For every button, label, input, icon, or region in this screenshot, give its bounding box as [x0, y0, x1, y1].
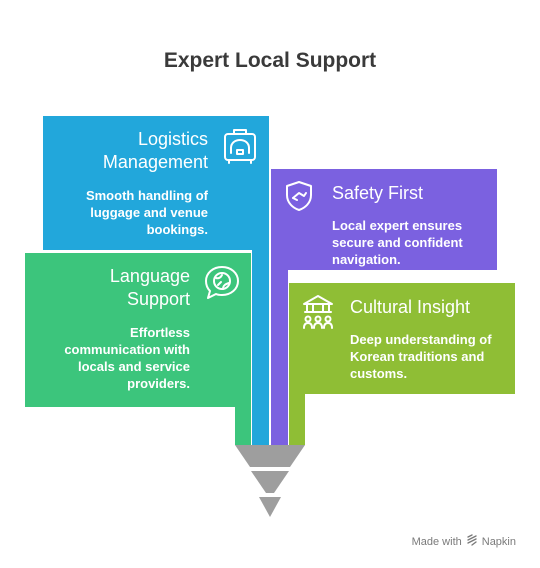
- logistics-desc-line: bookings.: [146, 222, 208, 237]
- shield-icon: [282, 179, 316, 218]
- made-with-label: Made with: [411, 535, 462, 548]
- safety-card: Safety First Local expert ensures secure…: [271, 169, 497, 270]
- language-title-line: Language: [109, 266, 190, 286]
- safety-desc-line: secure and confident: [332, 235, 463, 250]
- logistics-desc-line: Smooth handling of: [85, 188, 208, 203]
- cultural-desc-line: Korean traditions and: [350, 349, 485, 364]
- logistics-card: Logistics Management Smooth handling of …: [43, 116, 269, 250]
- footer-attribution: Made with Napkin: [412, 534, 516, 549]
- language-desc-line: providers.: [127, 376, 190, 391]
- funnel-segment-middle: [251, 471, 289, 493]
- logistics-title-line: Logistics: [137, 129, 208, 149]
- logistics-desc-line: luggage and venue: [90, 205, 208, 220]
- safety-desc-line: Local expert ensures: [332, 218, 463, 233]
- diagram-title: Expert Local Support: [163, 49, 377, 72]
- cultural-desc: Deep understanding of Korean traditions …: [350, 331, 492, 382]
- safety-title: Safety First: [332, 183, 424, 203]
- safety-desc-line: navigation.: [332, 252, 401, 267]
- temple-people-icon: [298, 292, 338, 337]
- language-desc-line: Effortless: [130, 325, 190, 340]
- logistics-stem: [252, 230, 269, 445]
- funnel: [235, 445, 305, 517]
- logistics-title-line: Management: [102, 152, 208, 172]
- safety-desc: Local expert ensures secure and confiden…: [332, 217, 463, 268]
- cultural-desc-line: Deep understanding of: [350, 332, 492, 347]
- language-title: Language Support: [110, 265, 190, 311]
- chat-globe-icon: [203, 264, 241, 307]
- language-desc-line: locals and service: [77, 359, 190, 374]
- funnel-segment-bottom: [259, 497, 281, 517]
- funnel-segment-top: [235, 445, 305, 467]
- luggage-icon: [220, 126, 260, 171]
- language-desc-line: communication with: [64, 342, 190, 357]
- cultural-title: Cultural Insight: [350, 297, 471, 317]
- language-card: Language Support Effortless communicatio…: [25, 253, 251, 407]
- safety-stem: [271, 250, 288, 445]
- cultural-card: Cultural Insight Deep understanding of K…: [289, 283, 515, 394]
- language-title-line: Support: [126, 289, 190, 309]
- language-desc: Effortless communication with locals and…: [64, 324, 190, 392]
- napkin-brand: Napkin: [481, 535, 516, 548]
- logistics-desc: Smooth handling of luggage and venue boo…: [86, 187, 208, 238]
- cultural-desc-line: customs.: [350, 366, 408, 381]
- logistics-title: Logistics Management: [103, 128, 208, 174]
- napkin-logo-icon: [466, 534, 478, 549]
